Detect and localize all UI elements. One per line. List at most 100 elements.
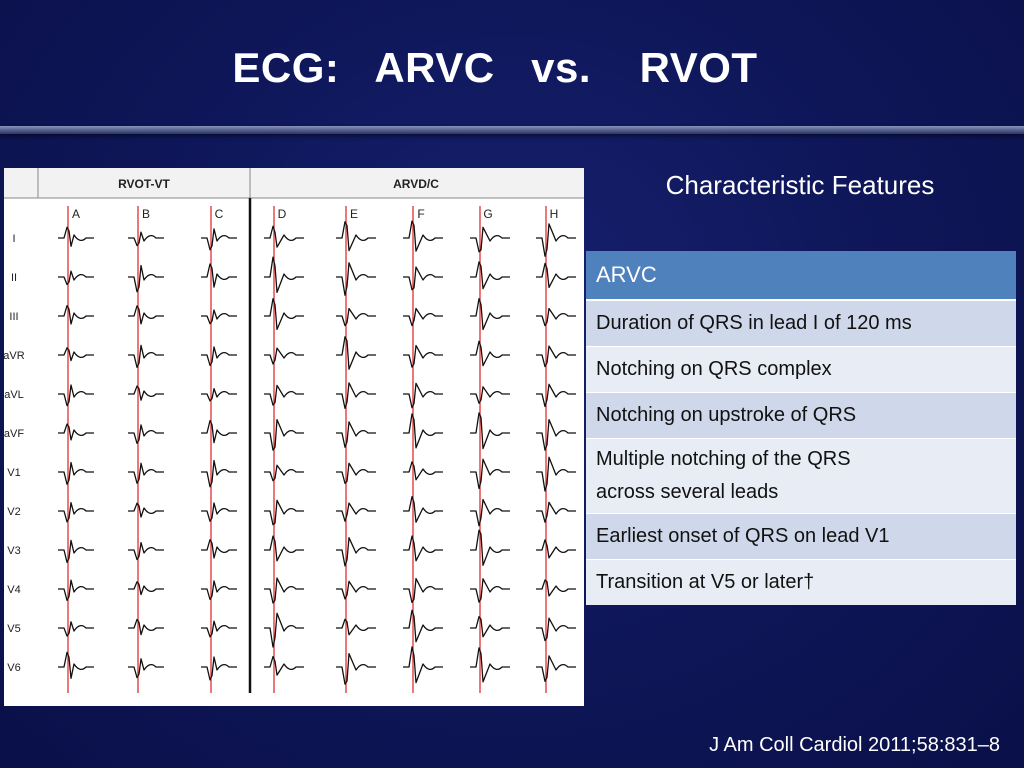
ecg-trace bbox=[201, 620, 237, 638]
ecg-trace bbox=[58, 461, 94, 485]
ecg-trace bbox=[264, 298, 304, 331]
ecg-trace bbox=[336, 502, 376, 522]
ecg-trace bbox=[58, 651, 94, 680]
table-cell: Earliest onset of QRS on lead V1 bbox=[586, 513, 1016, 560]
table-row: Duration of QRS in lead I of 120 ms bbox=[586, 299, 1016, 347]
group-label-arvd: ARVD/C bbox=[393, 177, 439, 191]
lead-label: I bbox=[12, 233, 15, 245]
ecg-trace bbox=[336, 618, 376, 636]
ecg-trace bbox=[58, 501, 94, 523]
ecg-trace bbox=[470, 412, 510, 450]
ecg-trace bbox=[58, 423, 94, 441]
ecg-trace bbox=[536, 617, 576, 642]
ecg-trace bbox=[336, 382, 376, 409]
features-table: ARVC Duration of QRS in lead I of 120 ms… bbox=[586, 251, 1016, 605]
ecg-trace bbox=[264, 384, 304, 406]
ecg-trace bbox=[403, 461, 443, 481]
ecg-trace bbox=[336, 580, 376, 600]
table-cell-line-1: Multiple notching of the QRS bbox=[596, 448, 851, 470]
ecg-trace bbox=[470, 647, 510, 683]
ecg-trace bbox=[470, 261, 510, 290]
ecg-trace bbox=[470, 458, 510, 490]
column-label: B bbox=[142, 207, 150, 221]
ecg-trace bbox=[58, 384, 94, 407]
table-cell: Transition at V5 or later† bbox=[586, 559, 1016, 605]
lead-label: V6 bbox=[7, 662, 20, 674]
ecg-trace bbox=[128, 462, 164, 484]
table-cell-multiline: Multiple notching of the QRS across seve… bbox=[586, 438, 1016, 514]
ecg-trace bbox=[264, 464, 304, 482]
ecg-trace bbox=[403, 646, 443, 684]
ecg-header-band bbox=[4, 168, 584, 198]
title-divider bbox=[0, 126, 1024, 134]
ecg-trace bbox=[264, 256, 304, 294]
ecg-trace bbox=[201, 346, 237, 367]
ecg-trace bbox=[536, 262, 576, 289]
table-row: Transition at V5 or later† bbox=[586, 559, 1016, 605]
lead-label: aVF bbox=[4, 428, 24, 440]
ecg-trace bbox=[264, 347, 304, 365]
ecg-trace bbox=[128, 424, 164, 444]
ecg-trace bbox=[536, 456, 576, 492]
ecg-trace bbox=[58, 270, 94, 286]
ecg-trace bbox=[201, 580, 237, 601]
ecg-trace bbox=[264, 419, 304, 451]
ecg-trace bbox=[403, 495, 443, 523]
column-label: D bbox=[278, 207, 287, 221]
ecg-trace bbox=[536, 345, 576, 368]
ecg-trace bbox=[264, 499, 304, 526]
ecg-trace bbox=[536, 383, 576, 408]
column-label: H bbox=[550, 207, 559, 221]
citation: J Am Coll Cardiol 2011;58:831–8 bbox=[709, 734, 1000, 756]
ecg-trace bbox=[470, 578, 510, 603]
ecg-trace bbox=[403, 535, 443, 562]
lead-label: V4 bbox=[7, 584, 20, 596]
ecg-trace bbox=[201, 656, 237, 681]
ecg-trace bbox=[403, 220, 443, 252]
ecg-trace bbox=[128, 385, 164, 401]
ecg-trace bbox=[201, 387, 237, 402]
column-label: E bbox=[350, 207, 358, 221]
column-label: C bbox=[215, 207, 224, 221]
lead-label: V5 bbox=[7, 623, 20, 635]
table-cell: Notching on QRS complex bbox=[586, 346, 1016, 393]
lead-label: V1 bbox=[7, 467, 20, 479]
table-cell-line-2: across several leads bbox=[596, 481, 779, 503]
ecg-trace bbox=[201, 228, 237, 251]
column-label: F bbox=[417, 207, 424, 221]
group-label-rvot: RVOT-VT bbox=[118, 177, 170, 191]
ecg-trace bbox=[403, 344, 443, 368]
slide-title: ECG: ARVC vs. RVOT bbox=[232, 44, 758, 91]
ecg-trace bbox=[336, 336, 376, 370]
ecg-trace bbox=[128, 305, 164, 325]
ecg-trace bbox=[201, 263, 237, 288]
ecg-trace bbox=[128, 344, 164, 368]
ecg-trace bbox=[470, 340, 510, 367]
ecg-trace bbox=[128, 581, 164, 596]
ecg-trace bbox=[336, 421, 376, 448]
ecg-trace bbox=[128, 264, 164, 293]
ecg-trace bbox=[264, 577, 304, 604]
ecg-trace bbox=[58, 226, 94, 247]
features-heading: Characteristic Features bbox=[665, 170, 935, 200]
ecg-trace bbox=[403, 266, 443, 291]
table-cell: Duration of QRS in lead I of 120 ms bbox=[586, 299, 1016, 347]
ecg-trace bbox=[336, 221, 376, 252]
ecg-trace bbox=[58, 305, 94, 325]
column-label: G bbox=[483, 207, 492, 221]
ecg-trace bbox=[536, 579, 576, 597]
ecg-trace bbox=[336, 307, 376, 327]
ecg-trace bbox=[264, 655, 304, 676]
ecg-trace bbox=[201, 539, 237, 559]
ecg-trace bbox=[536, 418, 576, 451]
ecg-trace bbox=[336, 462, 376, 484]
lead-label: V3 bbox=[7, 545, 20, 557]
lead-label: aVR bbox=[4, 350, 25, 362]
ecg-trace bbox=[336, 653, 376, 685]
ecg-trace bbox=[536, 501, 576, 523]
ecg-trace bbox=[470, 386, 510, 404]
ecg-trace bbox=[58, 579, 94, 601]
ecg-trace bbox=[58, 347, 94, 362]
